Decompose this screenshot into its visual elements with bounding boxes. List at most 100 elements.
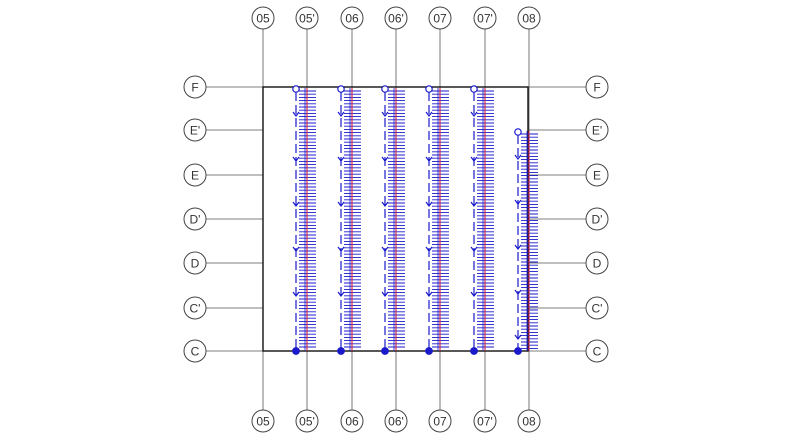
axis-bubble-left-e-prime-label: E': [190, 124, 200, 138]
axis-bubble-bottom-06-prime: 06': [384, 409, 408, 433]
axis-bubble-icon: [585, 251, 609, 275]
axis-bubble-top-07-prime: 07': [473, 6, 497, 30]
axis-bubble-icon: [251, 6, 275, 30]
axis-bubble-icon: [340, 409, 364, 433]
axis-bubble-left-f-label: F: [191, 81, 198, 95]
axis-bubble-icon: [585, 118, 609, 142]
axis-bubble-icon: [384, 409, 408, 433]
axis-bubble-icon: [585, 296, 609, 320]
chevron-arrow-icon: [381, 201, 389, 207]
chevron-arrow-icon: [514, 244, 522, 250]
chevron-arrow-icon: [381, 246, 389, 252]
chevron-arrow-icon: [337, 156, 345, 162]
axis-bubble-left-c-label: C: [191, 345, 200, 359]
axis-bubble-right-e-prime-label: E': [592, 124, 602, 138]
axis-bubble-icon: [295, 6, 319, 30]
axis-bubble-icon: [295, 409, 319, 433]
axis-bubble-icon: [183, 163, 207, 187]
open-circle-icon: [514, 128, 522, 136]
filled-circle-icon: [470, 347, 478, 355]
axis-bubble-icon: [183, 339, 207, 363]
axis-bubble-right-d: D: [585, 251, 609, 275]
axis-bubble-left-d-prime-label: D': [190, 213, 201, 227]
joist-strip-6: [514, 128, 538, 355]
chevron-arrow-icon: [470, 291, 478, 297]
chevron-arrow-icon: [425, 291, 433, 297]
chevron-arrow-icon: [514, 154, 522, 160]
chevron-arrow-icon: [381, 111, 389, 117]
chevron-arrow-icon: [470, 201, 478, 207]
chevron-arrow-icon: [381, 291, 389, 297]
chevron-arrow-icon: [470, 111, 478, 117]
axis-bubble-bottom-07-prime: 07': [473, 409, 497, 433]
axis-bubble-bottom-07-label: 07: [433, 415, 447, 429]
chevron-arrow-icon: [381, 156, 389, 162]
axis-bubble-right-c: C: [585, 339, 609, 363]
axis-bubble-right-e-prime: E': [585, 118, 609, 142]
axis-bubble-icon: [340, 6, 364, 30]
axis-bubble-icon: [585, 75, 609, 99]
axis-bubble-top-06-label: 06: [345, 12, 359, 26]
axis-bubble-icon: [517, 6, 541, 30]
chevron-arrow-icon: [514, 334, 522, 340]
axis-bubble-top-08: 08: [517, 6, 541, 30]
axis-bubble-icon: [585, 339, 609, 363]
chevron-arrow-icon: [292, 201, 300, 207]
axis-bubble-bottom-08-label: 08: [522, 415, 536, 429]
joist-members: [292, 85, 538, 355]
axis-bubble-icon: [384, 6, 408, 30]
axis-bubble-left-e: E: [183, 163, 207, 187]
right-axis-bubbles: FE'ED'DC'C: [585, 75, 609, 363]
axis-bubble-top-05-prime-label: 05': [299, 12, 315, 26]
chevron-arrow-icon: [337, 111, 345, 117]
axis-bubble-icon: [183, 75, 207, 99]
axis-bubble-right-e-label: E: [593, 169, 601, 183]
axis-bubble-left-e-prime: E': [183, 118, 207, 142]
chevron-arrow-icon: [337, 291, 345, 297]
axis-bubble-left-c: C: [183, 339, 207, 363]
left-axis-bubbles: F E' E D' D C' C: [183, 75, 207, 363]
axis-bubble-right-c-prime-label: C': [592, 302, 603, 316]
axis-bubble-left-d: D: [183, 251, 207, 275]
open-circle-icon: [292, 85, 300, 93]
axis-bubble-top-07-prime-label: 07': [477, 12, 493, 26]
axis-bubble-icon: [183, 251, 207, 275]
axis-bubble-bottom-07: 07: [428, 409, 452, 433]
axis-bubble-bottom-07-prime-label: 07': [477, 415, 493, 429]
axis-bubble-left-d-prime: D': [183, 207, 207, 231]
axis-bubble-left-e-label: E: [191, 169, 199, 183]
chevron-arrow-icon: [514, 289, 522, 295]
chevron-arrow-icon: [337, 246, 345, 252]
open-circle-icon: [337, 85, 345, 93]
axis-bubble-top-08-label: 08: [522, 12, 536, 26]
axis-bubble-top-06-prime-label: 06': [388, 12, 404, 26]
filled-circle-icon: [381, 347, 389, 355]
chevron-arrow-icon: [337, 201, 345, 207]
open-circle-icon: [425, 85, 433, 93]
filled-circle-icon: [337, 347, 345, 355]
axis-bubble-right-c-prime: C': [585, 296, 609, 320]
chevron-arrow-icon: [425, 246, 433, 252]
chevron-arrow-icon: [292, 291, 300, 297]
axis-bubble-icon: [183, 118, 207, 142]
axis-bubble-icon: [428, 409, 452, 433]
axis-bubble-top-06: 06: [340, 6, 364, 30]
filled-circle-icon: [292, 347, 300, 355]
axis-bubble-right-f: F: [585, 75, 609, 99]
axis-bubble-icon: [251, 409, 275, 433]
axis-bubble-right-f-label: F: [593, 81, 600, 95]
axis-bubble-icon: [428, 6, 452, 30]
axis-bubble-left-c-prime: C': [183, 296, 207, 320]
joist-strip-2: [337, 85, 361, 355]
axis-bubble-top-05-prime: 05': [295, 6, 319, 30]
axis-bubble-bottom-05-prime: 05': [295, 409, 319, 433]
chevron-arrow-icon: [292, 156, 300, 162]
axis-bubble-bottom-06: 06: [340, 409, 364, 433]
axis-bubble-top-07: 07: [428, 6, 452, 30]
axis-bubble-right-c-label: C: [593, 345, 602, 359]
axis-bubble-top-07-label: 07: [433, 12, 447, 26]
